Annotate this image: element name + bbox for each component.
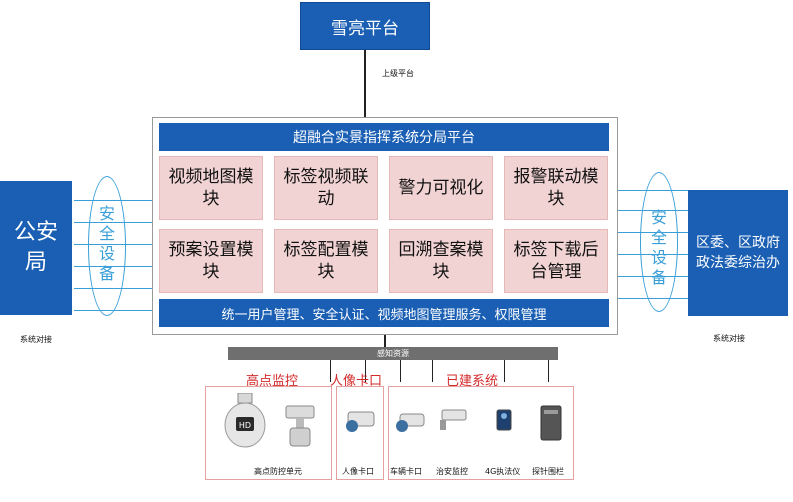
sensing-line-5 [504,360,505,382]
sensing-line-3 [400,360,401,382]
public-security-bureau-box: 公安局 [0,181,72,315]
right-caption: 系统对接 [713,334,745,343]
platform-to-sensing-line [384,335,386,347]
module-video-map: 视频地图模块 [159,156,263,220]
district-committee-box: 区委、区政府政法委综治办 [688,190,788,316]
device-label-vehicle: 车辆卡口 [390,467,422,476]
group-label-face: 人像卡口 [330,374,383,389]
platform-bottom-bar: 统一用户管理、安全认证、视频地图管理服务、权限管理 [159,299,609,327]
sensing-line-6 [548,360,549,382]
group-label-existing: 已建系统 [446,374,499,389]
device-label-highpoint: 高点防控单元 [254,467,302,476]
sensing-line-4 [432,360,433,382]
svg-text:HD: HD [239,421,251,430]
module-alarm-link: 报警联动模块 [504,156,608,220]
ptz-camera-icon [285,405,315,447]
module-tag-config: 标签配置模块 [274,229,378,293]
device-label-security: 治安监控 [436,467,468,476]
vehicle-camera-icon [396,413,425,432]
group-label-highpoint: 高点监控 [246,374,299,389]
security-camera-icon [440,409,467,430]
left-arrow-1 [74,200,152,201]
right-arrow-6 [618,298,688,299]
4g-recorder-icon [496,409,512,431]
device-label-probe: 探针围栏 [532,467,564,476]
existing-device-box [388,386,574,480]
right-security-ellipse [640,172,678,312]
left-security-label: 安全设备 [98,204,115,283]
hd-dome-camera-icon: HD [224,393,266,448]
left-caption: 系统对接 [20,335,52,344]
right-arrow-4 [618,254,688,255]
module-tag-video-link: 标签视频联动 [274,156,378,220]
uplink-label: 上级平台 [382,69,414,78]
probe-fence-icon [540,405,562,441]
right-arrow-2 [618,210,688,211]
device-label-4g: 4G执法仪 [485,467,521,476]
highpoint-device-box [205,386,332,480]
right-arrow-3 [618,232,688,233]
face-camera-icon [346,411,375,432]
sensing-line-2 [365,360,366,382]
platform-title-bar: 超融合实景指挥系统分局平台 [159,123,609,151]
platform-frame [152,117,618,335]
left-arrow-4 [74,266,152,267]
sensing-line-1 [330,360,331,382]
right-arrow-1 [618,190,688,191]
device-label-face: 人像卡口 [342,467,374,476]
module-police-visualization: 警力可视化 [389,156,493,220]
left-arrow-3 [74,244,152,245]
face-device-box [336,386,384,480]
right-arrow-5 [618,276,688,277]
left-arrow-5 [74,288,152,289]
sensing-resource-bar: 感知资源 [228,347,558,360]
left-arrow-2 [74,222,152,223]
module-tag-download-admin: 标签下载后台管理 [504,229,608,293]
left-arrow-6 [74,310,152,311]
module-trace-case: 回溯查案模块 [389,229,493,293]
xueliang-platform-box: 雪亮平台 [300,2,430,50]
uplink-line [364,50,366,117]
left-security-ellipse [88,176,126,316]
module-plan-setting: 预案设置模块 [159,229,263,293]
